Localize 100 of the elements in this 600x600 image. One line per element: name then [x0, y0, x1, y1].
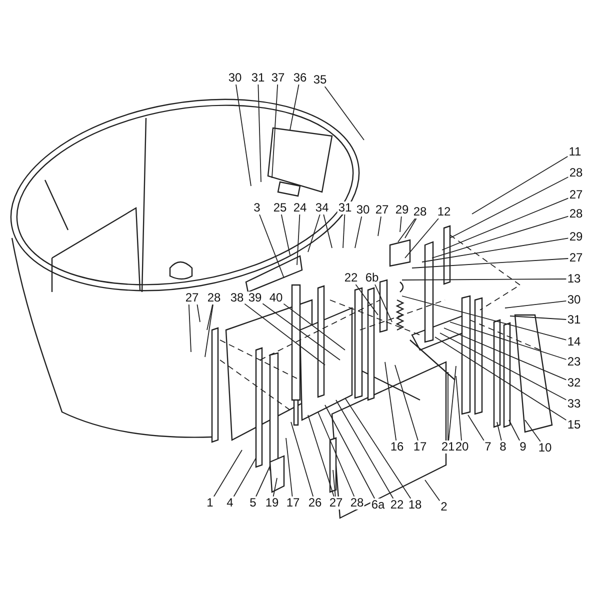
leader-line — [398, 218, 416, 242]
leader-line — [236, 84, 252, 186]
leader-line — [244, 303, 326, 366]
callout-number: 13 — [566, 272, 582, 286]
leader-line — [402, 296, 567, 340]
callout-number: 36 — [292, 72, 308, 84]
leader-line — [324, 404, 376, 499]
callout-number: 31 — [250, 72, 266, 84]
leader-line — [262, 303, 340, 360]
leader-line — [188, 304, 192, 352]
leader-line — [472, 156, 568, 214]
leader-line — [524, 420, 541, 442]
callout-number: 28 — [568, 208, 584, 220]
callout-number: 24 — [292, 202, 308, 214]
callout-number: 11 — [568, 146, 582, 158]
callout-number: 19 — [264, 496, 280, 510]
callout-number: 28 — [568, 166, 584, 180]
leader-line — [318, 412, 355, 497]
leader-line — [280, 214, 290, 256]
leader-line — [508, 420, 520, 441]
leader-line — [496, 422, 502, 441]
callout-number: 30 — [227, 72, 243, 84]
callout-number: 9 — [518, 440, 528, 454]
callout-number: 30 — [566, 294, 582, 306]
leader-line — [308, 414, 334, 497]
callout-number: 4 — [226, 496, 234, 510]
leader-line — [272, 84, 278, 178]
callout-number: 37 — [270, 72, 286, 84]
callout-number: 3 — [252, 202, 262, 214]
callout-number: 27 — [568, 188, 584, 202]
leader-line — [434, 336, 567, 421]
leader-line — [286, 438, 293, 497]
leader-line — [504, 300, 567, 308]
leader-line — [332, 470, 336, 497]
leader-line — [344, 398, 412, 499]
leader-line — [456, 376, 462, 441]
callout-number: 28 — [412, 206, 428, 218]
callout-number: 5 — [248, 496, 258, 510]
leader-line — [374, 284, 392, 322]
callout-number: 35 — [312, 74, 328, 86]
leader-line — [355, 284, 378, 316]
callout-number: 14 — [566, 336, 582, 348]
callout-number: 27 — [328, 496, 344, 510]
callout-number: 1 — [206, 496, 214, 510]
leader-line — [196, 304, 200, 322]
leader-line — [296, 214, 300, 266]
leader-line — [402, 278, 567, 280]
leader-line — [256, 466, 270, 497]
callout-number: 32 — [566, 376, 582, 390]
callout-number: 27 — [184, 292, 200, 304]
leader-line — [258, 84, 262, 182]
callout-number: 22 — [343, 272, 359, 284]
callout-number: 20 — [454, 440, 470, 454]
callout-number: 28 — [206, 292, 222, 304]
leader-line — [213, 450, 242, 497]
leader-line — [404, 218, 417, 238]
callout-number: 12 — [436, 206, 452, 218]
callout-number: 17 — [412, 440, 428, 454]
callout-number: 31 — [566, 314, 582, 326]
callout-number: 40 — [268, 292, 284, 304]
callout-number: 21 — [440, 440, 456, 454]
callout-number: 18 — [407, 498, 423, 512]
leader-line — [233, 458, 256, 497]
leader-line — [324, 86, 364, 140]
callout-number: 8 — [498, 440, 508, 454]
callout-number: 29 — [394, 204, 410, 216]
leader-line — [378, 216, 382, 236]
leader-line — [290, 422, 314, 497]
leader-line — [342, 214, 346, 248]
callout-number: 17 — [285, 496, 301, 510]
leader-line — [400, 216, 402, 232]
leader-line — [468, 414, 484, 441]
callout-number: 7 — [484, 440, 492, 454]
callout-number: 16 — [389, 440, 405, 454]
callout-number: 27 — [374, 204, 390, 216]
callout-number: 23 — [566, 356, 582, 368]
leader-line — [510, 316, 567, 320]
callout-number: 34 — [314, 202, 330, 214]
callout-number: 38 — [229, 292, 245, 304]
leader-line — [204, 304, 214, 358]
callout-number: 6b — [364, 272, 380, 284]
leader-line — [272, 478, 278, 497]
callout-number: 29 — [568, 230, 584, 244]
leader-line — [450, 322, 567, 360]
leader-line — [259, 214, 284, 278]
callout-number: 31 — [337, 202, 353, 214]
leader-line — [442, 198, 569, 250]
callout-number: 15 — [566, 418, 582, 432]
leader-line — [206, 304, 214, 330]
leader-line — [424, 480, 440, 502]
callout-number: 33 — [566, 398, 582, 410]
leader-line — [448, 366, 456, 441]
leader-line — [308, 214, 320, 252]
leader-line — [450, 176, 569, 238]
callout-number: 26 — [307, 496, 323, 510]
callout-number: 10 — [537, 442, 553, 454]
callout-number: 2 — [440, 500, 448, 514]
leader-line — [412, 258, 569, 268]
leader-line — [404, 218, 439, 258]
leader-line — [422, 238, 569, 262]
